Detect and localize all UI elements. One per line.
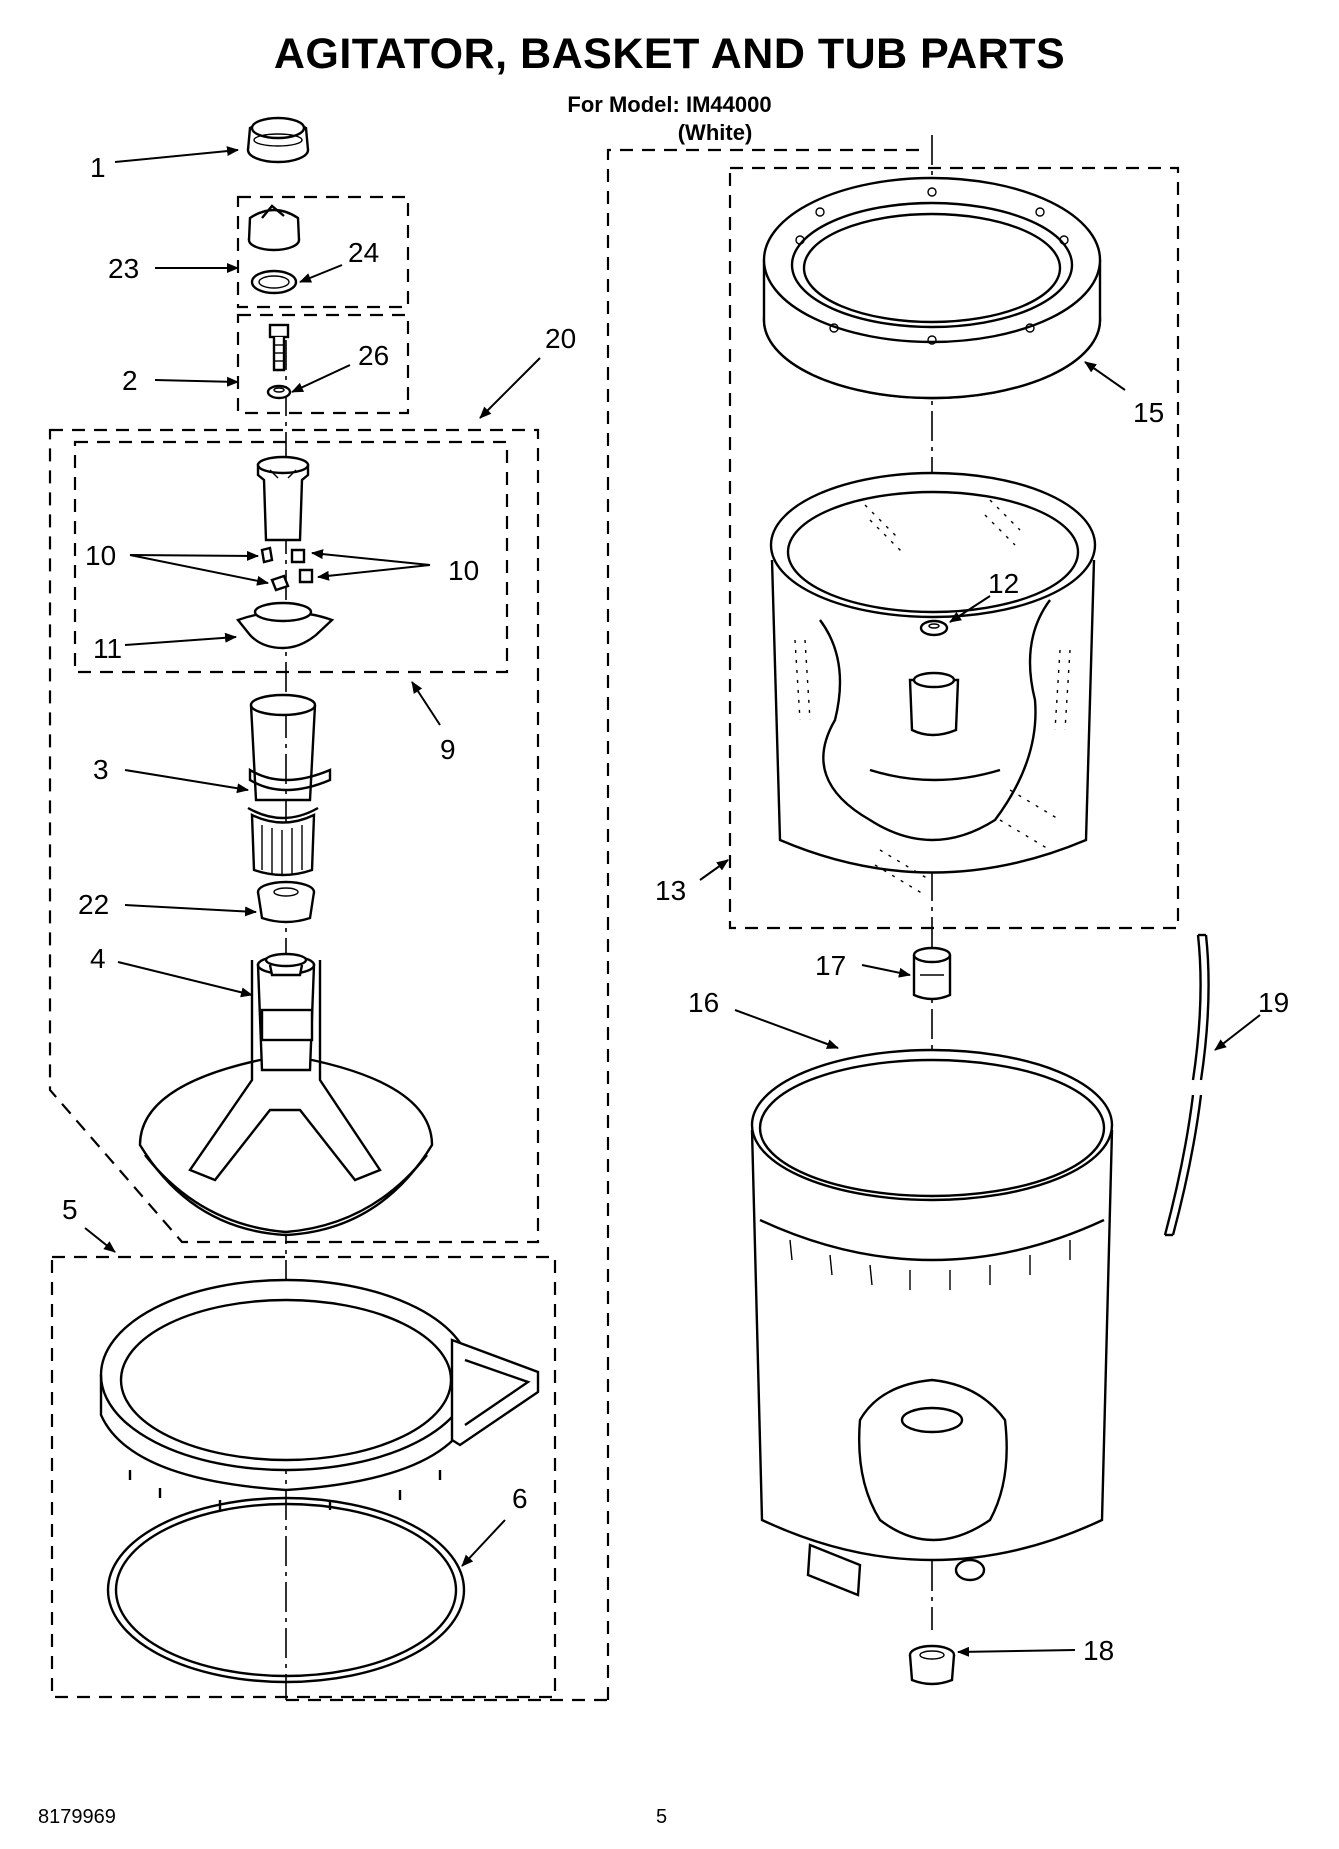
page-title: AGITATOR, BASKET AND TUB PARTS [273,30,1066,78]
callout-1: 1 [90,152,106,183]
callout-23: 23 [108,253,139,284]
callout-4: 4 [90,943,106,974]
leader-arrows [84,146,1261,1657]
agitator-base [138,952,434,1237]
callout-5: 5 [62,1194,78,1225]
callout-3: 3 [93,754,109,785]
group-box-23-24 [236,195,410,309]
balance-ring [762,176,1102,400]
agitator-cap [246,116,310,164]
callout-24: 24 [348,237,379,268]
callout-19: 19 [1258,987,1289,1018]
model-line: For Model: IM44000 [567,92,772,117]
basket-drive-nut [919,619,949,637]
agitator-bolt [268,323,290,372]
outer-tub [750,1048,1114,1597]
spin-seal [912,946,952,1001]
callout-10-right: 10 [448,555,479,586]
callout-20: 20 [545,323,576,354]
tub-ribs [789,1239,1071,1290]
group-box-5 [50,1255,557,1699]
group-box-13 [728,166,1180,930]
wash-basket [769,471,1097,896]
group-box-20 [48,428,540,1244]
callout-15: 15 [1133,397,1164,428]
basket-perforations [794,499,1071,896]
callout-26: 26 [358,340,389,371]
callout-10-left: 10 [85,540,116,571]
pressure-hose [1163,933,1210,1237]
agitator-barrel [247,693,332,877]
o-ring [250,269,298,295]
color-line: (White) [677,120,753,145]
callout-18: 18 [1083,1635,1114,1666]
page-number: 5 [656,1806,668,1828]
callout-11: 11 [93,633,122,664]
callout-2: 2 [122,365,138,396]
callout-6: 6 [512,1483,528,1514]
document-number: 8179969 [38,1806,116,1828]
callout-22: 22 [78,889,109,920]
callout-16: 16 [688,987,719,1018]
group-box-2-26 [236,313,410,415]
tub-drain-plug [908,1644,956,1686]
tub-ring [99,1278,540,1510]
agitator-dogs [260,546,314,592]
tub-ring-gasket [106,1496,466,1684]
callout-13: 13 [655,875,686,906]
dog-ring [236,601,335,650]
washer [266,384,292,400]
callout-9: 9 [440,734,456,765]
callout-17: 17 [815,950,846,981]
group-connector-line [606,148,925,1700]
agitator-cam [256,455,310,542]
agitator-coupling [256,880,316,924]
cap-insert [247,204,301,252]
callout-12: 12 [988,568,1019,599]
